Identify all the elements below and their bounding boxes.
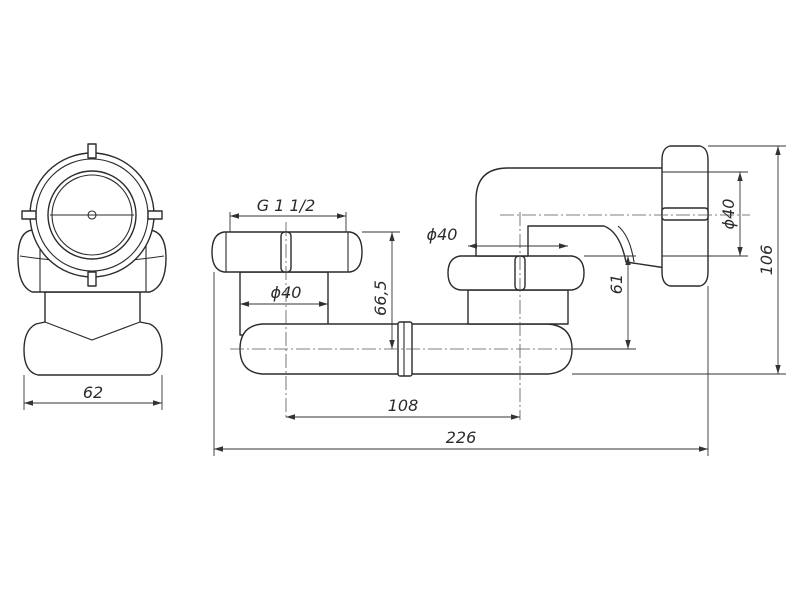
dim-62-label: 62 (83, 383, 103, 402)
end-view: 62 (17, 143, 167, 410)
inlet-diameter-label: ϕ40 (271, 283, 302, 302)
front-view: G 1 1/2 ϕ40 66,5 ϕ40 61 ϕ40 106 108 (211, 145, 786, 456)
lug-bottom (87, 271, 97, 287)
outlet-riser (467, 289, 569, 325)
thread-size-label: G 1 1/2 (257, 196, 316, 215)
outlet-diameter-side-label: ϕ40 (719, 199, 738, 230)
overall-length-label: 226 (446, 428, 477, 447)
lug-right (147, 210, 163, 220)
seal-height-label: 66,5 (371, 280, 390, 316)
overall-height-label: 106 (757, 245, 776, 276)
lug-left (21, 210, 37, 220)
center-distance-label: 108 (388, 396, 419, 415)
end-view-trap-body (23, 291, 163, 376)
lug-top (87, 143, 97, 159)
outlet-flange-rib (661, 207, 709, 221)
outlet-diameter-top-label: ϕ40 (427, 225, 458, 244)
outlet-height-label: 61 (607, 274, 626, 294)
outlet-elbow (475, 167, 667, 269)
